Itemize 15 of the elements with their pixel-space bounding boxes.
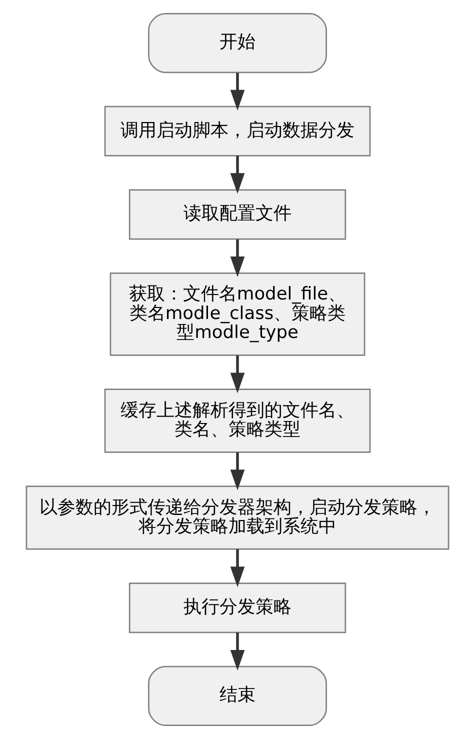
arrow <box>230 72 244 110</box>
node-box: 读取配置文件 <box>128 189 346 240</box>
node-box: 结束 <box>148 666 326 726</box>
node-box: 获取：文件名model_file、类名modle_class、策略类型modle_type <box>109 272 365 356</box>
node-box: 开始 <box>148 13 326 74</box>
arrow <box>230 632 244 671</box>
arrow <box>230 452 244 490</box>
arrow <box>230 549 244 588</box>
arrow <box>230 239 244 278</box>
node-box: 缓存上述解析得到的文件名、类名、策略类型 <box>104 388 370 453</box>
arrow <box>230 156 244 194</box>
arrow <box>230 355 244 394</box>
node-box: 执行分发策略 <box>128 582 346 634</box>
node-box: 调用启动脚本，启动数据分发 <box>104 106 370 156</box>
node-box: 以参数的形式传递给分发器架构，启动分发策略，将分发策略加载到系统中 <box>25 486 449 550</box>
